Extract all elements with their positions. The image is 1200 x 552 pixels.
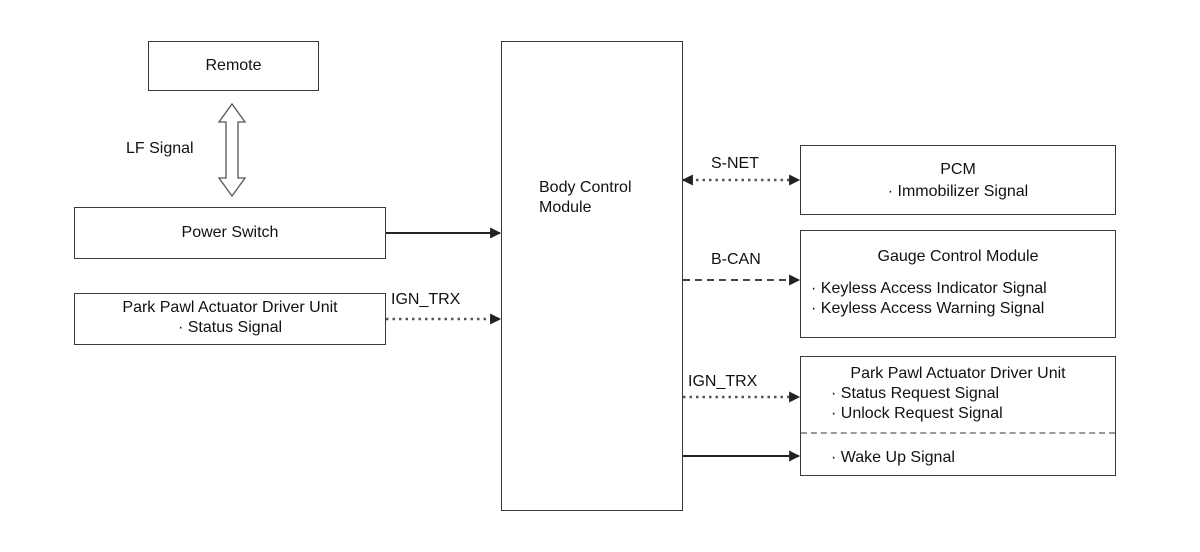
- lf-double-arrow: [217, 102, 247, 198]
- ppadu-right-status-request: · Status Request Signal: [831, 385, 1000, 402]
- pcm-title: PCM: [940, 161, 976, 178]
- ign-trx-right-label: IGN_TRX: [688, 373, 758, 390]
- ppadu-right-divider: [801, 432, 1115, 434]
- gauge-warning-signal: · Keyless Access Warning Signal: [811, 300, 1045, 317]
- ppadu-right-unlock-request: · Unlock Request Signal: [831, 405, 1003, 422]
- gauge-indicator-signal: · Keyless Access Indicator Signal: [811, 280, 1047, 297]
- power-switch-box: Power Switch: [74, 207, 386, 259]
- ign-trx-left-label: IGN_TRX: [391, 291, 461, 308]
- ppadu-right-wake-up: · Wake Up Signal: [831, 449, 955, 466]
- snet-label: S-NET: [711, 155, 759, 172]
- ppadu-left-box: Park Pawl Actuator Driver Unit · Status …: [74, 293, 386, 345]
- gauge-box: Gauge Control Module · Keyless Access In…: [800, 230, 1116, 338]
- bcm-box: Body Control Module: [501, 41, 683, 511]
- pcm-immobilizer: · Immobilizer Signal: [887, 183, 1029, 200]
- ppadu-left-title: Park Pawl Actuator Driver Unit: [122, 299, 338, 316]
- bcm-label-line1: Body Control: [539, 179, 632, 196]
- power-switch-label: Power Switch: [181, 224, 279, 241]
- ppadu-right-title: Park Pawl Actuator Driver Unit: [850, 365, 1066, 382]
- ppadu-left-status: · Status Signal: [177, 319, 283, 336]
- ppadu-right-box: Park Pawl Actuator Driver Unit · Status …: [800, 356, 1116, 476]
- bcm-label-line2: Module: [539, 199, 592, 216]
- gauge-title: Gauge Control Module: [877, 248, 1039, 265]
- pcm-box: PCM · Immobilizer Signal: [800, 145, 1116, 215]
- bcan-label: B-CAN: [711, 251, 761, 268]
- lf-signal-label: LF Signal: [126, 140, 194, 157]
- remote-label: Remote: [205, 57, 262, 74]
- remote-box: Remote: [148, 41, 319, 91]
